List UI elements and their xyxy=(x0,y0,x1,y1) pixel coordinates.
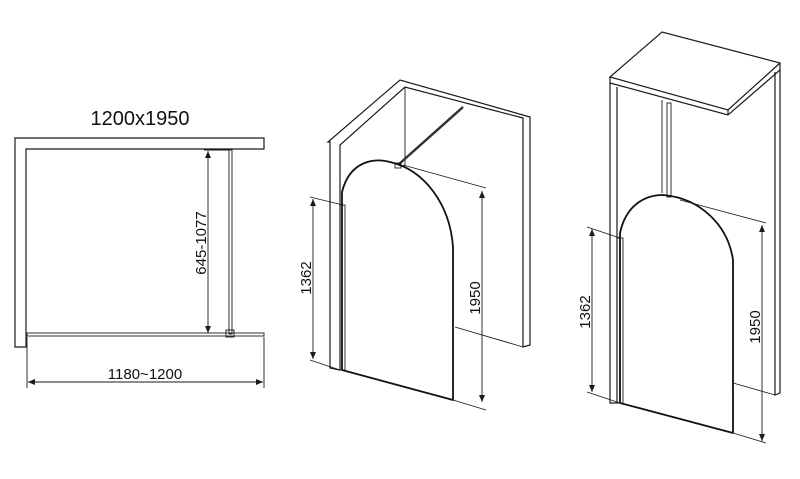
extension-line xyxy=(586,391,621,404)
right-wall xyxy=(774,70,781,396)
floor-line xyxy=(454,326,524,348)
plan-view: 1200x1950 645-1077 1180~1200 xyxy=(14,108,265,388)
side-height-label: 1362 xyxy=(298,261,315,294)
ceiling-slab xyxy=(608,31,782,116)
floor-line xyxy=(732,382,776,396)
overall-width-label: 1180~1200 xyxy=(108,366,182,383)
extension-line xyxy=(732,432,767,444)
fixed-glass-panel xyxy=(26,332,265,337)
extension-line xyxy=(309,196,344,206)
glass-height-label: 1950 xyxy=(747,310,764,343)
iso-wall-mounted-view: 1362 1950 xyxy=(298,79,531,411)
ceiling-rod xyxy=(666,102,672,198)
corner-walls xyxy=(326,79,531,371)
side-height-label: 1362 xyxy=(577,295,594,328)
iso-ceiling-mounted-view: 1362 1950 xyxy=(577,31,782,444)
arched-glass-panel xyxy=(619,194,734,434)
wall-profile xyxy=(225,329,235,338)
extension-line xyxy=(402,164,487,189)
extension-line xyxy=(452,399,487,411)
glass-height-label: 1950 xyxy=(467,281,484,314)
extension-line xyxy=(309,359,341,371)
left-wall xyxy=(609,83,618,404)
support-bar xyxy=(397,106,464,166)
panel-width-label: 645-1077 xyxy=(193,211,210,274)
return-glass-panel xyxy=(228,149,233,335)
wall-outline xyxy=(14,137,265,348)
plan-title: 1200x1950 xyxy=(91,108,190,130)
arched-glass-panel xyxy=(341,159,454,401)
extension-line xyxy=(586,226,621,239)
extension-line xyxy=(679,199,767,224)
